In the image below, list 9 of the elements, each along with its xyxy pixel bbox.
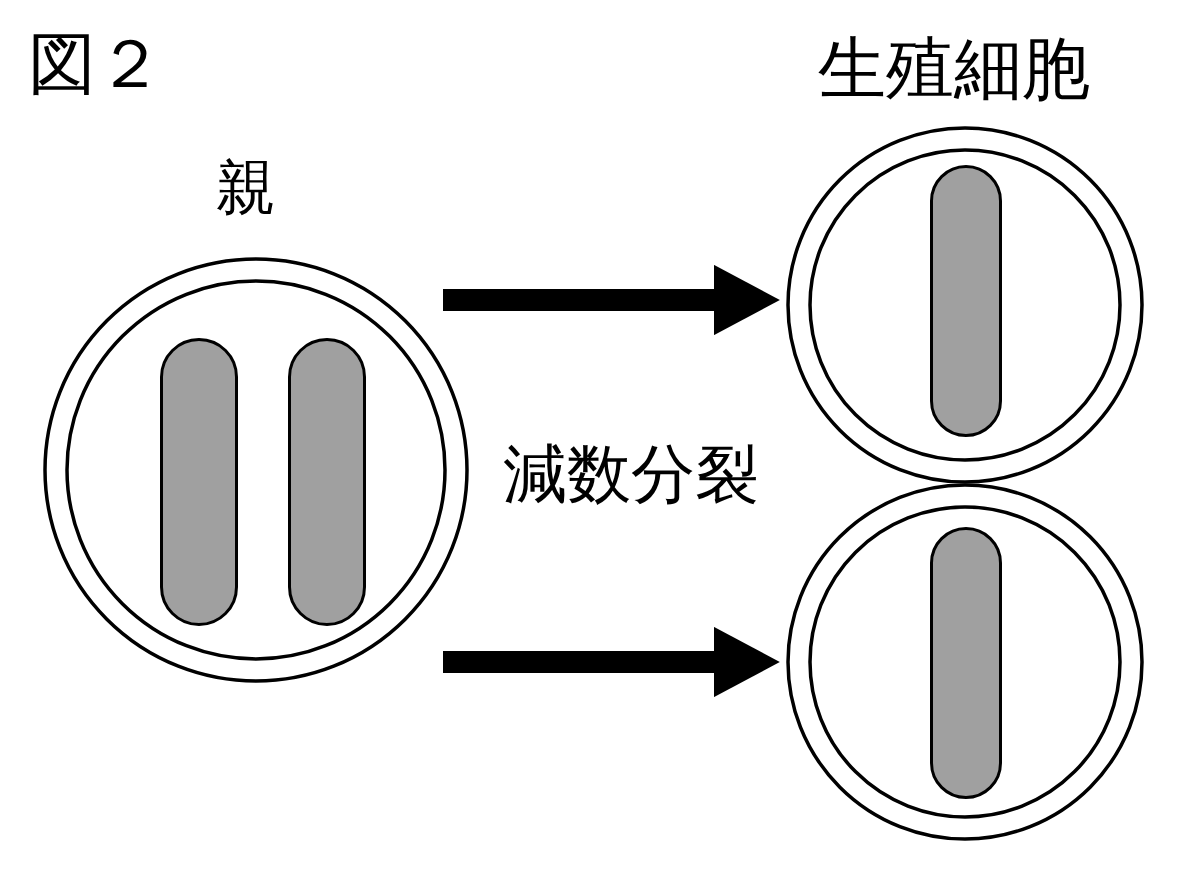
cell-heading: 親 — [216, 157, 276, 217]
process-label: 減数分裂 — [503, 442, 759, 506]
figure-title: 図２ — [28, 30, 164, 98]
cell — [783, 125, 1147, 485]
cell — [783, 482, 1147, 842]
chromosome — [288, 338, 366, 626]
group-heading: 生殖細胞 — [818, 35, 1090, 103]
arrow — [443, 626, 780, 698]
arrow — [443, 264, 780, 336]
